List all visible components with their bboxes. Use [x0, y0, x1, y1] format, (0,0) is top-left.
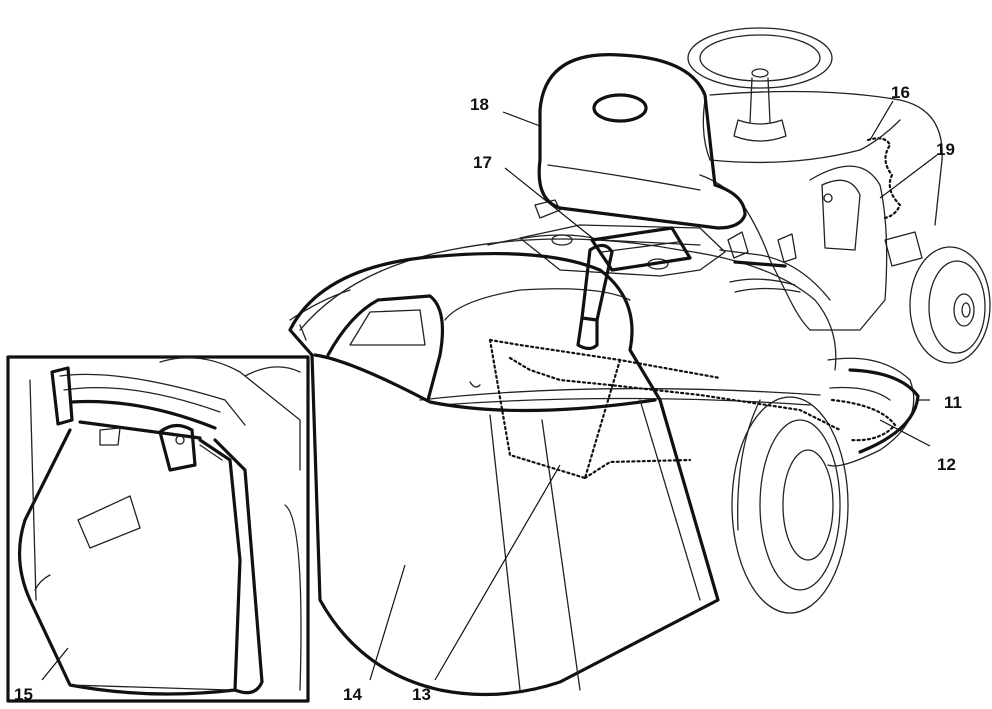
grass-collector [288, 251, 720, 697]
emptying-handle [576, 243, 614, 351]
leader-lines [41, 100, 938, 681]
steering-wheel [687, 27, 833, 142]
seat-plate [590, 226, 692, 272]
callout-15: 15 [14, 685, 33, 704]
callout-12: 12 [937, 455, 956, 474]
callout-17: 17 [473, 153, 492, 172]
hidden-battery-outline [866, 137, 902, 220]
callout-13: 13 [412, 685, 431, 704]
front-right-wheel [909, 246, 991, 364]
callout-14: 14 [343, 685, 362, 704]
callout-19: 19 [936, 140, 955, 159]
mower-deck [827, 357, 920, 467]
callout-11: 11 [944, 393, 962, 412]
rear-right-wheel [731, 396, 849, 614]
inset-detail [6, 355, 310, 703]
callout-18: 18 [470, 95, 489, 114]
callout-16: 16 [891, 83, 910, 102]
seat [537, 53, 747, 230]
callout-labels: 18 17 16 19 11 12 13 14 15 [14, 83, 962, 704]
hidden-blocking-plate [488, 338, 842, 480]
